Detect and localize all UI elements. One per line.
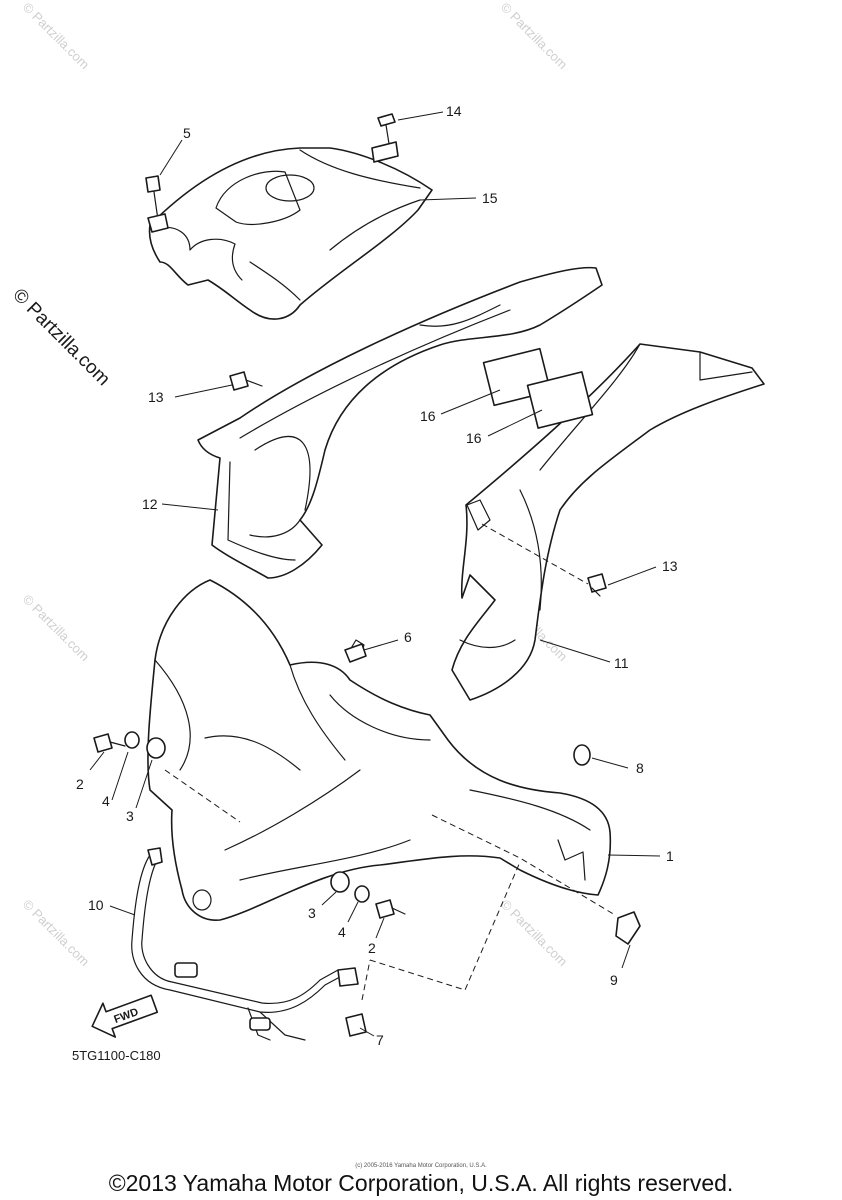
callout-2: 2 <box>368 940 376 956</box>
watermark-text: © Partzilla.com <box>498 0 571 72</box>
callout-9: 9 <box>610 972 618 988</box>
small-print: (c) 2005-2016 Yamaha Motor Corporation, … <box>355 1163 487 1169</box>
part-10-bracket <box>131 847 359 1041</box>
callout-1: 1 <box>666 848 674 864</box>
callout-13: 13 <box>662 558 678 574</box>
callout-5: 5 <box>183 125 191 141</box>
callout-3: 3 <box>308 905 316 921</box>
watermark-text: © Partzilla.com <box>8 285 113 390</box>
callout-14: 14 <box>446 103 462 119</box>
leader-lines <box>89 111 661 1037</box>
callout-11: 11 <box>614 655 629 671</box>
callout-13: 13 <box>148 389 164 405</box>
watermark-text: © Partzilla.com <box>498 897 571 970</box>
callout-4: 4 <box>338 924 346 940</box>
callout-15: 15 <box>482 190 498 206</box>
alignment-lines <box>164 523 616 1001</box>
callout-7: 7 <box>376 1032 384 1048</box>
callout-8: 8 <box>636 760 644 776</box>
part-12-side-cover-left <box>197 266 603 579</box>
callout-2: 2 <box>76 776 84 792</box>
callout-16: 16 <box>466 430 482 446</box>
callouts: 1 2 4 3 3 4 2 5 6 7 8 9 10 11 12 13 13 1… <box>76 103 678 1048</box>
callout-16: 16 <box>420 408 436 424</box>
callout-12: 12 <box>142 496 158 512</box>
part-15-tank-cover <box>148 147 433 320</box>
fwd-arrow-icon: FWD <box>91 994 159 1038</box>
callout-6: 6 <box>404 629 412 645</box>
hardware <box>93 113 641 1037</box>
part-1-front-fender <box>147 579 612 921</box>
watermark-text: © Partzilla.com <box>20 592 93 665</box>
watermark-text: © Partzilla.com <box>20 897 93 970</box>
copyright-notice: ©2013 Yamaha Motor Corporation, U.S.A. A… <box>108 1170 734 1196</box>
part-11-side-cover-right <box>451 343 765 701</box>
diagram-code: 5TG1100-C180 <box>72 1048 161 1063</box>
callout-4: 4 <box>102 793 110 809</box>
callout-3: 3 <box>126 808 134 824</box>
watermark-text: © Partzilla.com <box>20 0 93 72</box>
callout-10: 10 <box>88 897 104 913</box>
